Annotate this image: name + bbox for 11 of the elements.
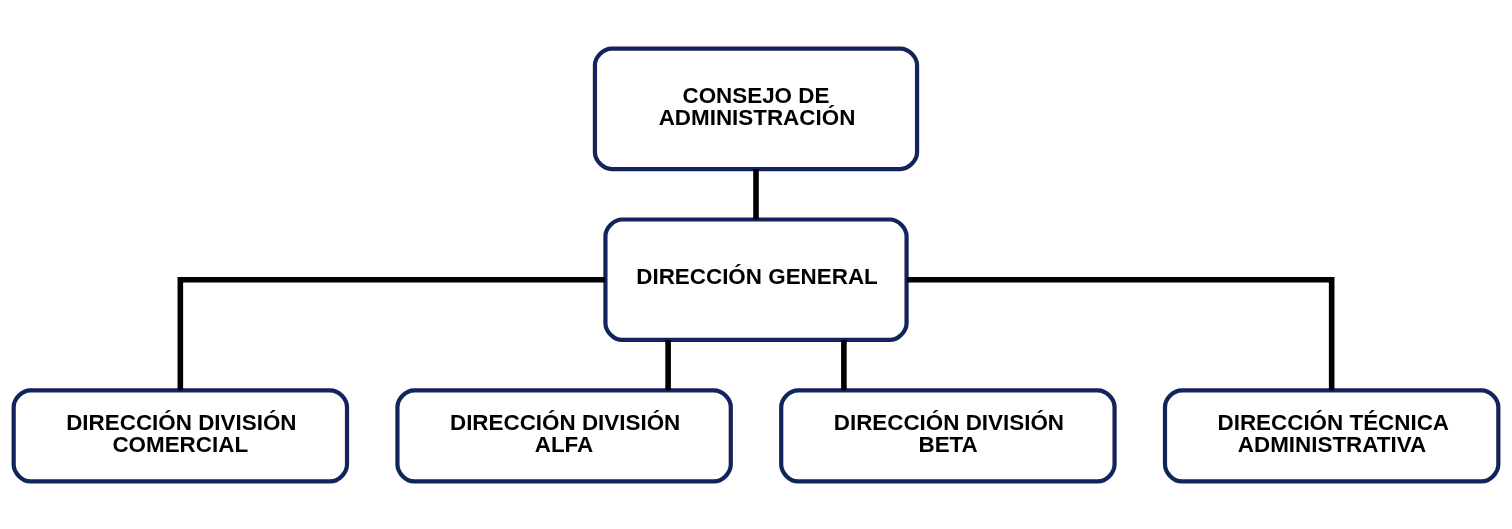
connector (841, 339, 847, 390)
connector (906, 276, 1335, 390)
node-box: CONSEJO DE ADMINISTRACIÓN (592, 46, 920, 171)
connector (177, 276, 606, 390)
node-box: DIRECCIÓN TÉCNICA ADMINISTRATIVA (1162, 387, 1501, 483)
connector (665, 339, 671, 390)
node-box: DIRECCIÓN DIVISIÓN ALFA (395, 387, 733, 483)
connector (753, 168, 759, 219)
node-box: DIRECCIÓN GENERAL (603, 216, 909, 342)
node-box: DIRECCIÓN DIVISIÓN BETA (779, 387, 1117, 483)
node-box: DIRECCIÓN DIVISIÓN COMERCIAL (11, 387, 350, 483)
